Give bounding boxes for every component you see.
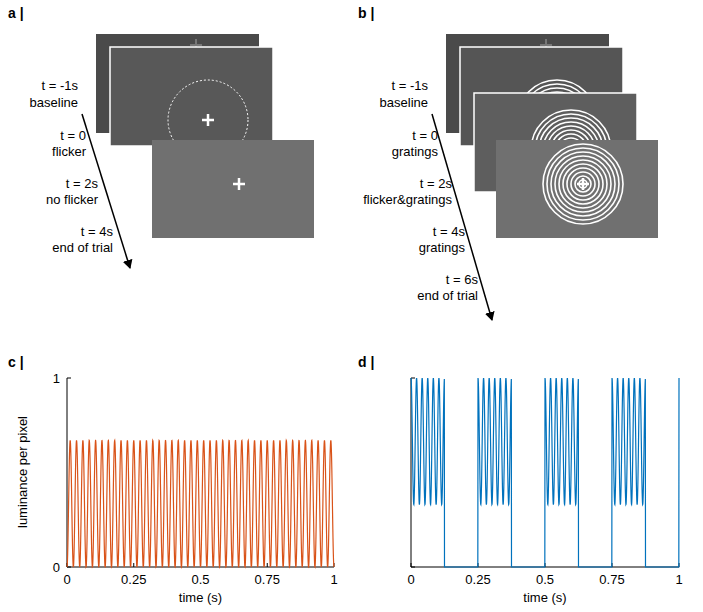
grating-ring <box>559 160 607 208</box>
text-label: t = 4s <box>81 224 113 239</box>
text-label: t = 0 <box>60 128 86 143</box>
fixation-cross <box>577 178 589 190</box>
text-label: time (s) <box>523 590 566 605</box>
text-label: 1 <box>675 572 682 587</box>
text-label: end of trial <box>417 288 478 303</box>
text-label: t = -1s <box>392 78 429 93</box>
screens-b <box>446 34 658 238</box>
panel-letter: b | <box>358 6 374 21</box>
text-label: t = 4s <box>433 224 465 239</box>
plot-axes <box>67 378 334 567</box>
text-label: baseline <box>380 95 428 110</box>
text-label: 1 <box>330 572 337 587</box>
text-label: 0.25 <box>121 572 146 587</box>
axis-title: luminance per pixel <box>15 416 30 528</box>
text-label: time (s) <box>179 590 222 605</box>
screens-a <box>96 34 314 238</box>
text-label: 0 <box>53 560 60 575</box>
text-label: flicker&gratings <box>363 192 452 207</box>
text-label: 0.75 <box>599 572 624 587</box>
text-label: 0 <box>407 572 414 587</box>
panel-letter: d | <box>358 355 374 370</box>
sine-trace <box>67 440 334 567</box>
text-label: gratings <box>392 144 438 159</box>
text-label: 0.5 <box>536 572 554 587</box>
text-label: t = 2s <box>66 176 98 191</box>
text-label: 0.5 <box>191 572 209 587</box>
panel-letter: a | <box>8 6 24 21</box>
text-label: 0.25 <box>465 572 490 587</box>
grating-ring <box>543 144 623 224</box>
grating-ring <box>547 148 619 220</box>
grating-ring <box>571 172 595 196</box>
text-label: gratings <box>419 240 465 255</box>
grating-ring <box>555 156 611 212</box>
text-label: t = 0 <box>412 128 438 143</box>
text-label: t = 2s <box>420 176 452 191</box>
text-label: 1 <box>53 371 60 386</box>
grating-ring <box>567 168 599 200</box>
text-label: 0 <box>63 572 70 587</box>
grating-ring <box>575 176 591 192</box>
flicker-trace <box>411 378 679 567</box>
text-label: t = -1s <box>42 78 79 93</box>
plot-axes <box>411 378 679 567</box>
panel-letter: c | <box>8 355 24 370</box>
text-label: baseline <box>30 95 78 110</box>
text-label: end of trial <box>52 240 113 255</box>
text-label: flicker <box>52 144 86 159</box>
text-label: no flicker <box>46 192 98 207</box>
grating-ring <box>563 164 603 204</box>
text-label: 0.75 <box>255 572 280 587</box>
text-label: t = 6s <box>446 272 478 287</box>
grating-ring <box>551 152 615 216</box>
